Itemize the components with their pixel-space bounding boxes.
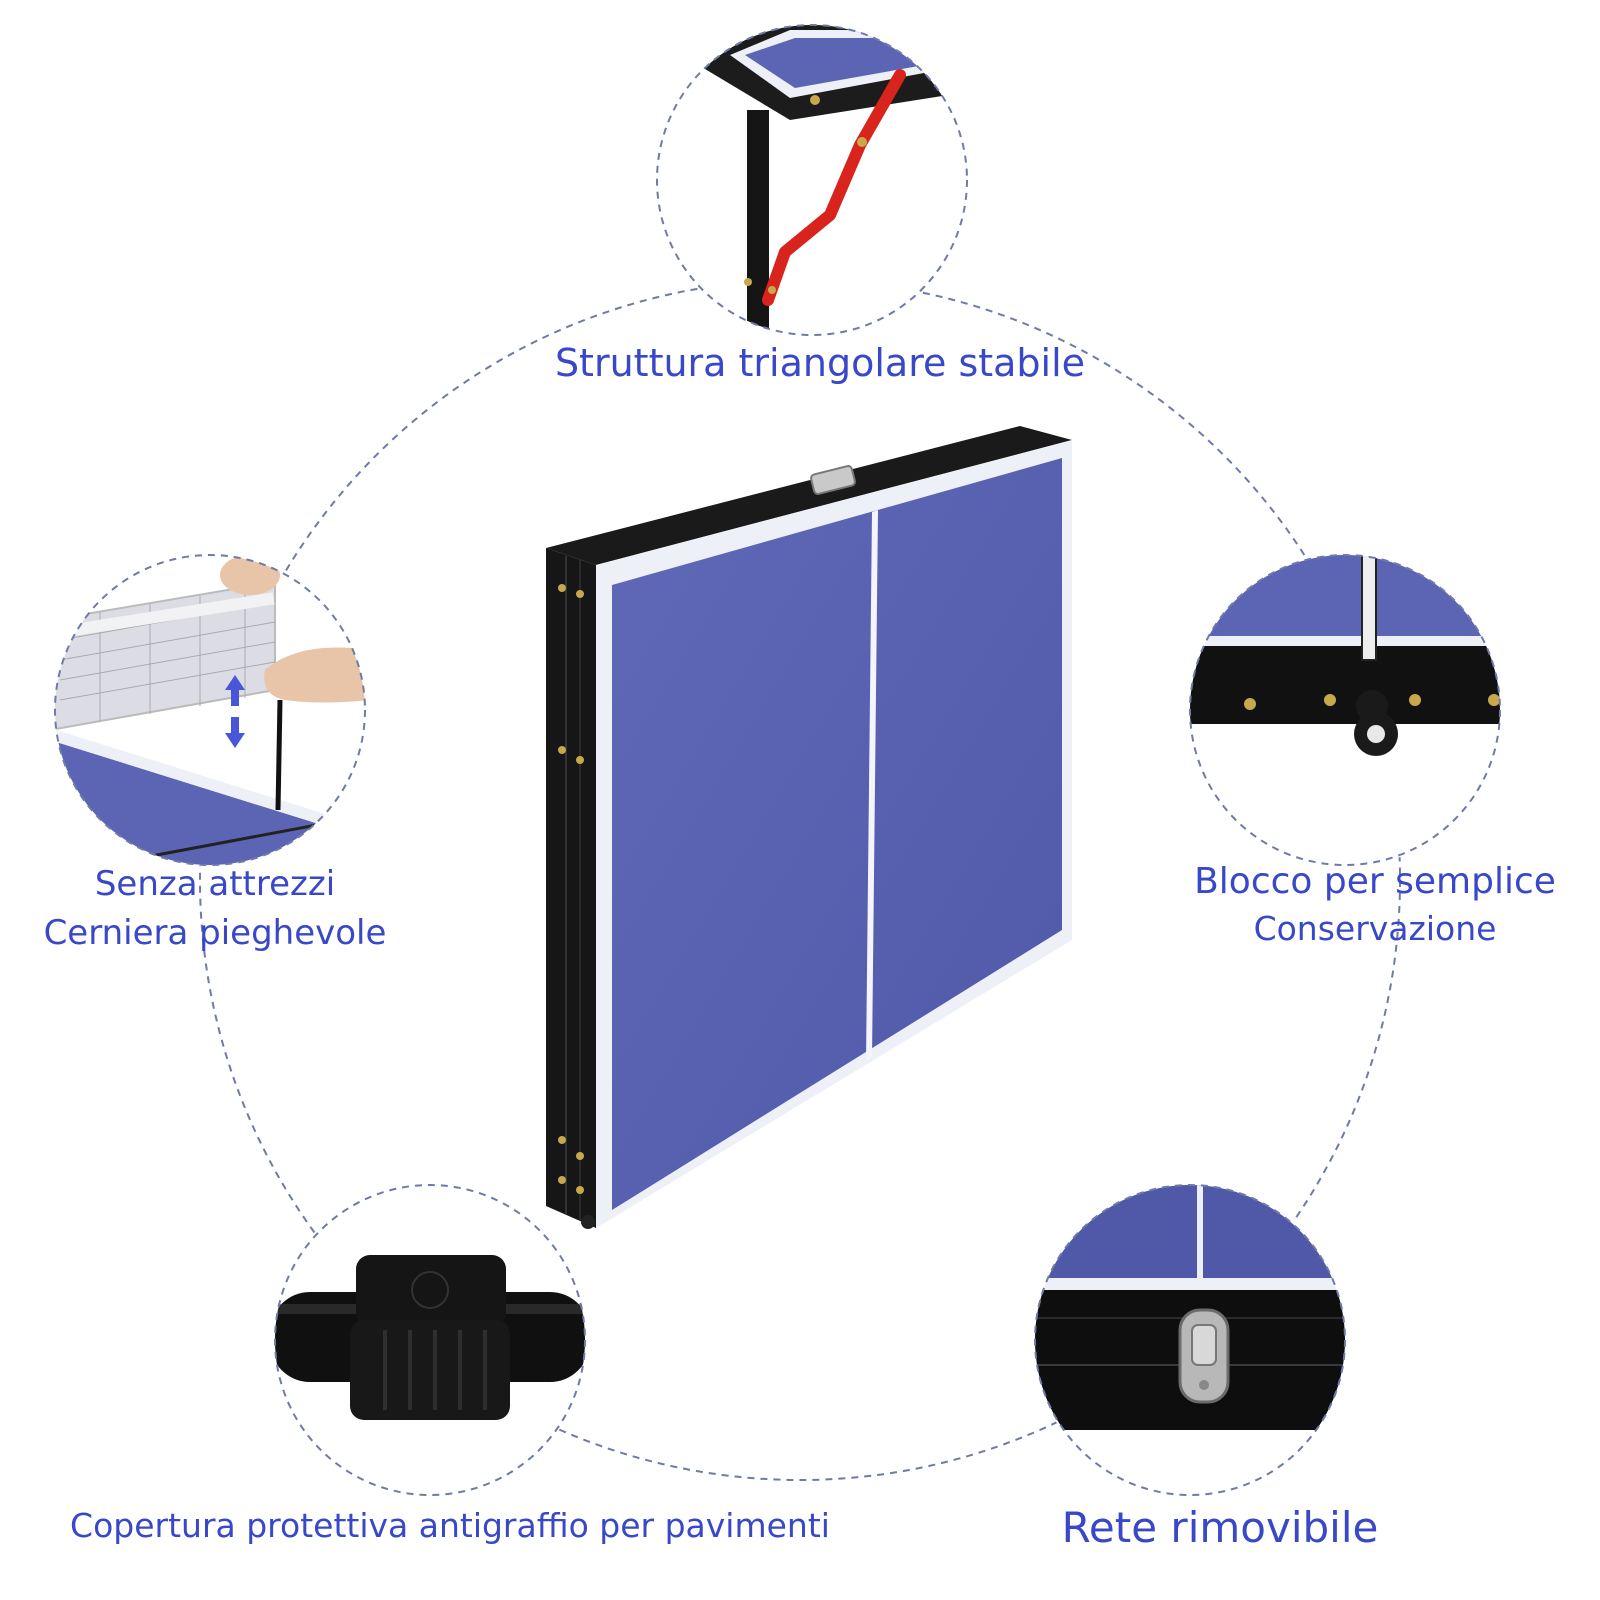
label-storage-lock: Blocco per semplice Conservazione: [1175, 858, 1575, 951]
label-removable-net: Rete rimovibile: [1030, 1502, 1410, 1555]
up-down-arrow-icon: [225, 675, 245, 748]
label-left-line1: Senza attrezzi: [94, 864, 336, 904]
detail-lock: [1190, 555, 1500, 865]
detail-circle-right: [1189, 554, 1501, 866]
folded-table: [546, 426, 1072, 1229]
detail-leg-structure: [657, 25, 967, 335]
label-floor-protection: Copertura protettiva antigraffio per pav…: [40, 1505, 860, 1546]
label-bottom-left-text: Copertura protettiva antigraffio per pav…: [70, 1506, 830, 1545]
label-tool-free-hinge: Senza attrezzi Cerniera pieghevole: [20, 860, 410, 959]
label-top-text: Struttura triangolare stabile: [554, 341, 1086, 385]
detail-circle-bottom-right: [1034, 1184, 1346, 1496]
detail-circle-bottom-left: [274, 1184, 586, 1496]
detail-clasp: [1035, 1185, 1345, 1495]
latch-icon: [810, 465, 856, 495]
detail-circle-left: [54, 554, 366, 866]
label-stable-structure: Struttura triangolare stabile: [500, 340, 1140, 388]
label-left-line2: Cerniera pieghevole: [43, 913, 387, 954]
detail-circle-top: [656, 24, 968, 336]
label-right-line1: Blocco per semplice: [1194, 861, 1556, 902]
label-bottom-right-text: Rete rimovibile: [1061, 1503, 1379, 1552]
label-right-line2: Conservazione: [1253, 908, 1497, 948]
detail-net-adjust: [55, 555, 365, 865]
detail-foot-cap: [275, 1185, 585, 1495]
